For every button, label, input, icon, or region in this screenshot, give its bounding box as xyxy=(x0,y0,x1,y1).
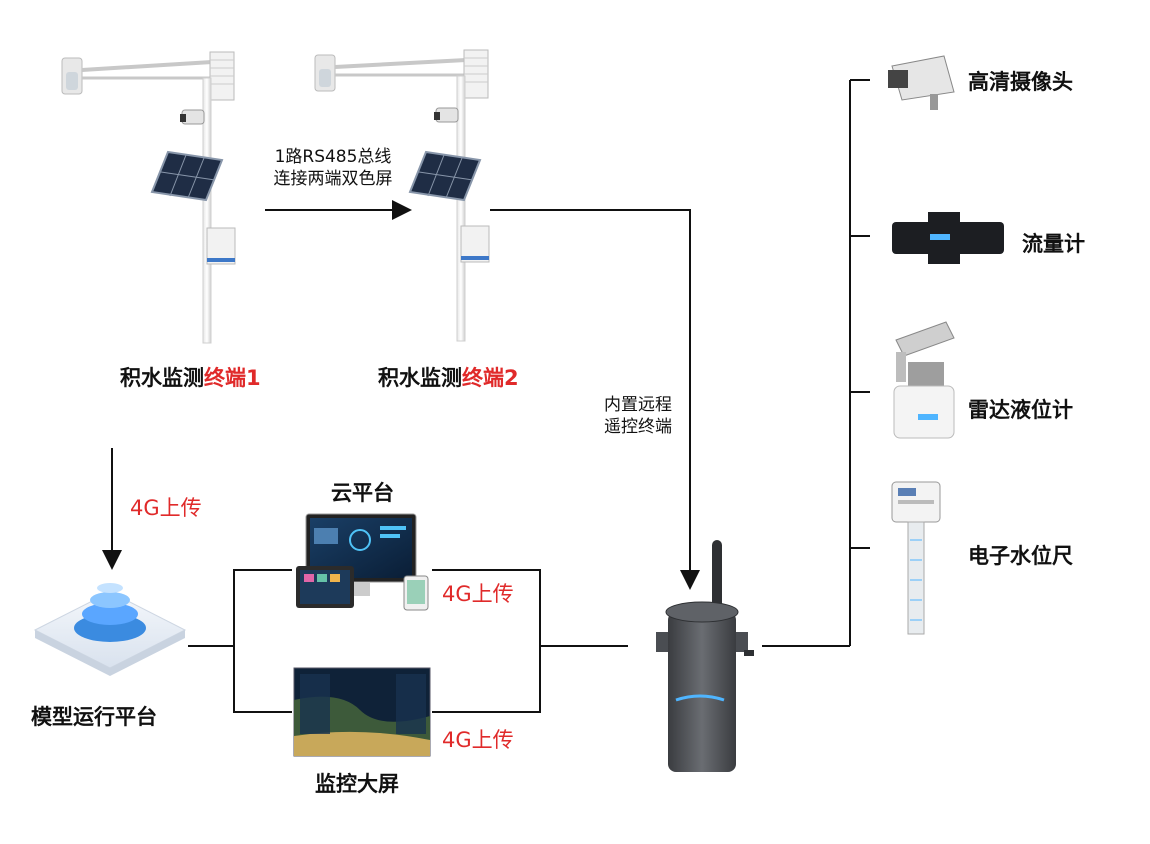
radar-level-icon xyxy=(893,321,955,439)
terminal-1-label: 积水监测终端1 xyxy=(120,362,261,392)
terminal-2-suffix: 终端2 xyxy=(462,366,519,390)
camera-label: 高清摄像头 xyxy=(968,70,1073,94)
camera-icon xyxy=(888,55,955,110)
terminal-2-prefix: 积水监测 xyxy=(378,366,462,390)
model-platform-icon xyxy=(33,583,187,676)
water-gauge-icon xyxy=(891,481,941,635)
water-gauge-label: 电子水位尺 xyxy=(968,544,1073,568)
monitoring-terminal-1-illustration xyxy=(61,51,236,344)
terminal-1-prefix: 积水监测 xyxy=(120,366,204,390)
monitoring-terminal-2-illustration xyxy=(314,49,490,342)
radar-label: 雷达液位计 xyxy=(968,398,1073,422)
cloud-platform-devices xyxy=(296,513,429,611)
remote-arrow xyxy=(490,209,700,590)
flowmeter-icon xyxy=(892,212,1004,264)
monitor-screen-label: 监控大屏 xyxy=(315,772,399,796)
model-platform-label: 模型运行平台 xyxy=(31,705,157,729)
platform-branch xyxy=(233,569,292,713)
upload-label-cloud: 4G上传 xyxy=(442,582,514,606)
remote-note: 内置远程 遥控终端 xyxy=(588,394,688,438)
bus-note-line-1: 1路RS485总线 xyxy=(274,147,392,167)
connector-lines xyxy=(102,79,870,713)
terminal-2-label: 积水监测终端2 xyxy=(378,362,519,392)
bus-note: 1路RS485总线 连接两端双色屏 xyxy=(258,146,408,190)
cloud-platform-label: 云平台 xyxy=(331,481,394,505)
flowmeter-label: 流量计 xyxy=(1022,232,1085,256)
upload-label-screen: 4G上传 xyxy=(442,728,514,752)
remote-note-line-1: 内置远程 xyxy=(604,395,672,415)
remote-terminal-unit xyxy=(656,540,754,772)
big-screen-display xyxy=(293,667,431,757)
upload-label-left: 4G上传 xyxy=(130,496,202,520)
remote-note-line-2: 遥控终端 xyxy=(604,417,672,437)
bus-note-line-2: 连接两端双色屏 xyxy=(273,169,393,189)
terminal-1-suffix: 终端1 xyxy=(204,366,261,390)
display-branch xyxy=(432,569,541,713)
